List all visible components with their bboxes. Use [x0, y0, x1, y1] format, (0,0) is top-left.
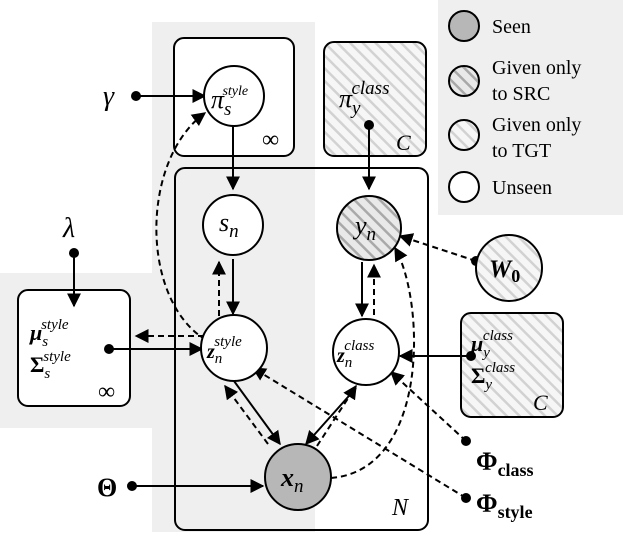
theta-dot: [127, 481, 137, 491]
node-y-n: [336, 195, 402, 261]
label-w0: W0: [489, 256, 520, 286]
phi-style-dot: [461, 493, 471, 503]
mu-style-dot: [104, 344, 114, 354]
node-s-n: [202, 194, 264, 256]
label-y-n: yn: [352, 211, 376, 245]
node-z-class: [332, 318, 400, 386]
label-s-n: sn: [219, 208, 239, 242]
plate-label-n: N: [391, 495, 410, 521]
plate-label-infinity-mu: ∞: [98, 379, 115, 405]
label-sigma-style: Σsstyle: [30, 349, 71, 382]
plate-label-c-pi: C: [396, 130, 411, 155]
label-phi-class: Φclass: [476, 447, 534, 480]
gamma-dot: [131, 91, 141, 101]
mu-class-dot: [466, 351, 476, 361]
node-x-n: [264, 443, 332, 511]
plate-label-c-mu: C: [533, 390, 548, 415]
pi-class-dot: [364, 120, 374, 130]
edge-xn-zstyle-dashed: [224, 384, 269, 445]
label-pi-style: πsstyle: [211, 84, 248, 120]
plate-pi-class: [323, 41, 427, 157]
legend-src-label-line2: to SRC: [492, 83, 550, 105]
legend-src-swatch: [448, 65, 480, 97]
node-pi-style: [203, 65, 265, 127]
legend-seen-label: Seen: [492, 16, 531, 38]
legend-seen-swatch: [448, 10, 480, 42]
label-lambda: λ: [62, 213, 75, 244]
label-z-style: znstyle: [206, 334, 242, 367]
node-w0: [475, 234, 543, 302]
edge-phistyle-zstyle-dashed: [251, 367, 467, 499]
phi-class-dot: [461, 436, 471, 446]
edge-xn-yn-dashed: [330, 246, 416, 479]
label-sigma-class: Σyclass: [471, 360, 515, 393]
lambda-dot: [69, 248, 79, 258]
label-gamma: γ: [103, 81, 115, 112]
edge-xn-zclass-dashed: [316, 384, 357, 447]
label-x-n: xn: [280, 463, 304, 497]
legend-tgt-label-line1: Given only: [492, 114, 581, 136]
legend-unseen-swatch: [448, 171, 480, 203]
node-z-style: [200, 314, 268, 382]
edge-zstyle-pistyle-dashed: [155, 112, 207, 341]
label-phi-style: Φstyle: [476, 489, 533, 522]
legend-tgt-swatch: [448, 119, 480, 151]
label-z-class: znclass: [336, 338, 374, 371]
plate-label-infinity-pi: ∞: [262, 127, 279, 153]
plate-class-params: [460, 312, 564, 418]
label-pi-class: πyclass: [339, 78, 389, 119]
edge-zstyle-xn-solid: [233, 380, 281, 446]
legend: Seen Given only to SRC Given only to TGT…: [448, 10, 581, 203]
legend-src-label-line1: Given only: [492, 57, 581, 79]
legend-unseen-label: Unseen: [492, 177, 552, 199]
legend-tgt-label-line2: to TGT: [492, 140, 551, 162]
label-theta: Θ: [97, 473, 117, 502]
label-mu-style: μsstyle: [29, 317, 69, 350]
edge-phiclass-zclass-dashed: [389, 371, 467, 442]
label-mu-class: μyclass: [470, 328, 513, 361]
edge-w0-yn-dashed: [398, 233, 477, 262]
